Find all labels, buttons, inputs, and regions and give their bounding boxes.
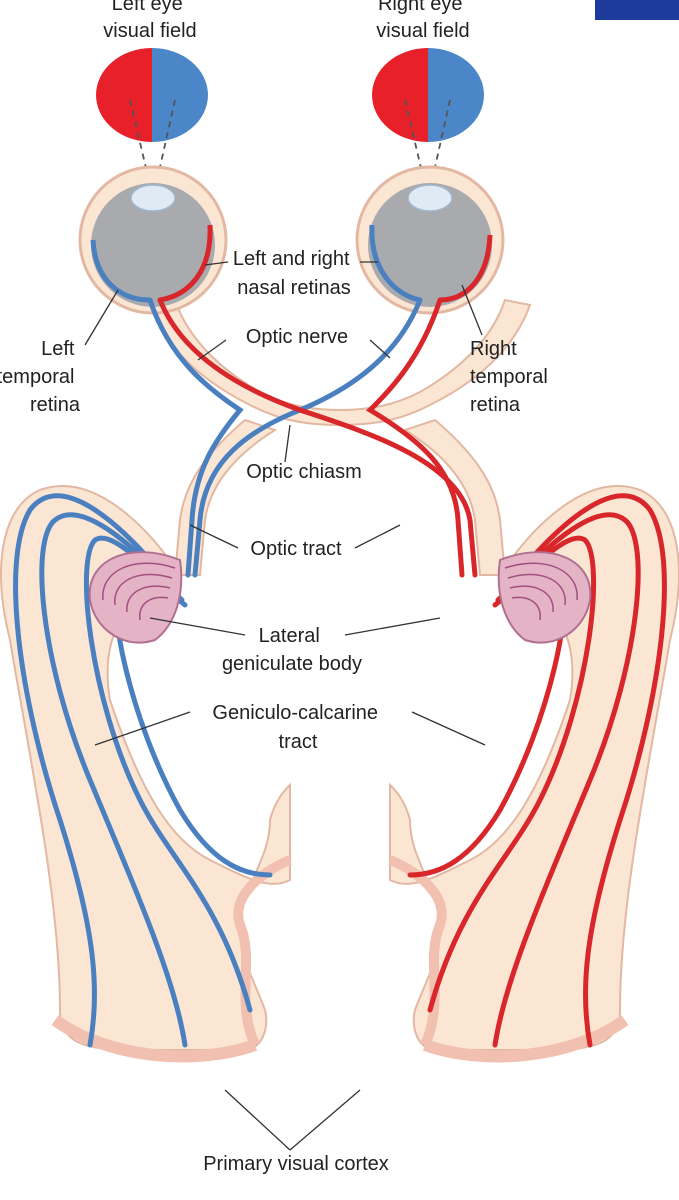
corner-blue-box xyxy=(595,0,679,20)
left-eye-visual-field xyxy=(96,48,208,142)
optic-chiasm-label: Optic chiasm xyxy=(246,461,362,483)
optic-tract-label: Optic tract xyxy=(250,538,342,560)
geniculo-calcarine-tract-label: Geniculo-calcarine tract xyxy=(212,702,383,753)
lateral-geniculate-body-label: Lateral geniculate body xyxy=(222,625,362,675)
left-temporal-retina-label: Left temporal retina xyxy=(0,338,81,416)
left-visual-field-label: Left eye visual field xyxy=(103,0,196,42)
right-visual-field-label: Right eye visual field xyxy=(376,0,469,42)
right-optic-tract-tissue xyxy=(402,418,507,576)
nasal-retinas-label: Left and right nasal retinas xyxy=(233,248,355,299)
leader-lines xyxy=(84,261,486,1151)
right-eye-visual-field xyxy=(372,48,484,142)
left-eyeball xyxy=(78,165,228,315)
primary-visual-cortex-label: Primary visual cortex xyxy=(203,1153,389,1175)
right-lateral-geniculate-body xyxy=(497,551,592,644)
optic-nerve-label: Optic nerve xyxy=(246,326,348,348)
left-hemisphere xyxy=(0,485,291,1051)
right-eyeball xyxy=(355,165,505,315)
left-cortex-rim xyxy=(51,1015,258,1063)
right-temporal-retina-label: Right temporal retina xyxy=(470,338,553,416)
red-pathway xyxy=(157,297,667,1048)
right-cortex-rim xyxy=(422,1015,629,1063)
